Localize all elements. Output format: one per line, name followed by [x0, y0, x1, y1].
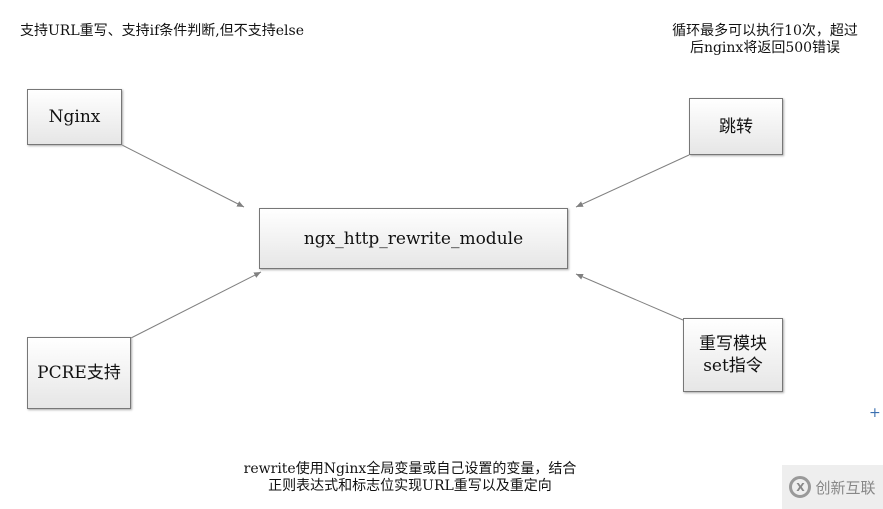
arrow-jump-to-module	[575, 154, 690, 208]
watermark-text: 创新互联	[815, 478, 876, 497]
chuangxin-logo-icon: X	[789, 476, 812, 498]
node-nginx: Nginx	[27, 89, 122, 145]
node-rewrite-set-line1: 重写模块	[699, 334, 767, 354]
note-bottom-line1: rewrite使用Nginx全局变量或自己设置的变量，结合	[243, 461, 577, 477]
node-pcre: PCRE支持	[27, 337, 131, 409]
note-top-left: 支持URL重写、支持if条件判断,但不支持else	[20, 23, 304, 39]
arrow-pcre-to-module	[130, 271, 262, 339]
note-top-right: 循环最多可以执行10次，超过 后nginx将返回500错误	[640, 23, 883, 57]
plus-marker-icon: +	[869, 405, 881, 421]
node-rewrite-module: ngx_http_rewrite_module	[259, 208, 568, 269]
arrow-nginx-to-module	[121, 144, 245, 208]
note-bottom-line2: 正则表达式和标志位实现URL重写以及重定向	[268, 478, 552, 494]
node-rewrite-set: 重写模块 set指令	[683, 318, 783, 392]
note-bottom: rewrite使用Nginx全局变量或自己设置的变量，结合 正则表达式和标志位实…	[200, 461, 620, 495]
note-top-right-line1: 循环最多可以执行10次，超过	[672, 23, 858, 39]
arrow-rewrite-to-module	[575, 273, 684, 321]
node-jump: 跳转	[689, 98, 783, 155]
note-top-right-line2: 后nginx将返回500错误	[689, 40, 841, 56]
node-rewrite-set-line2: set指令	[703, 356, 763, 376]
watermark: X 创新互联	[782, 465, 883, 509]
